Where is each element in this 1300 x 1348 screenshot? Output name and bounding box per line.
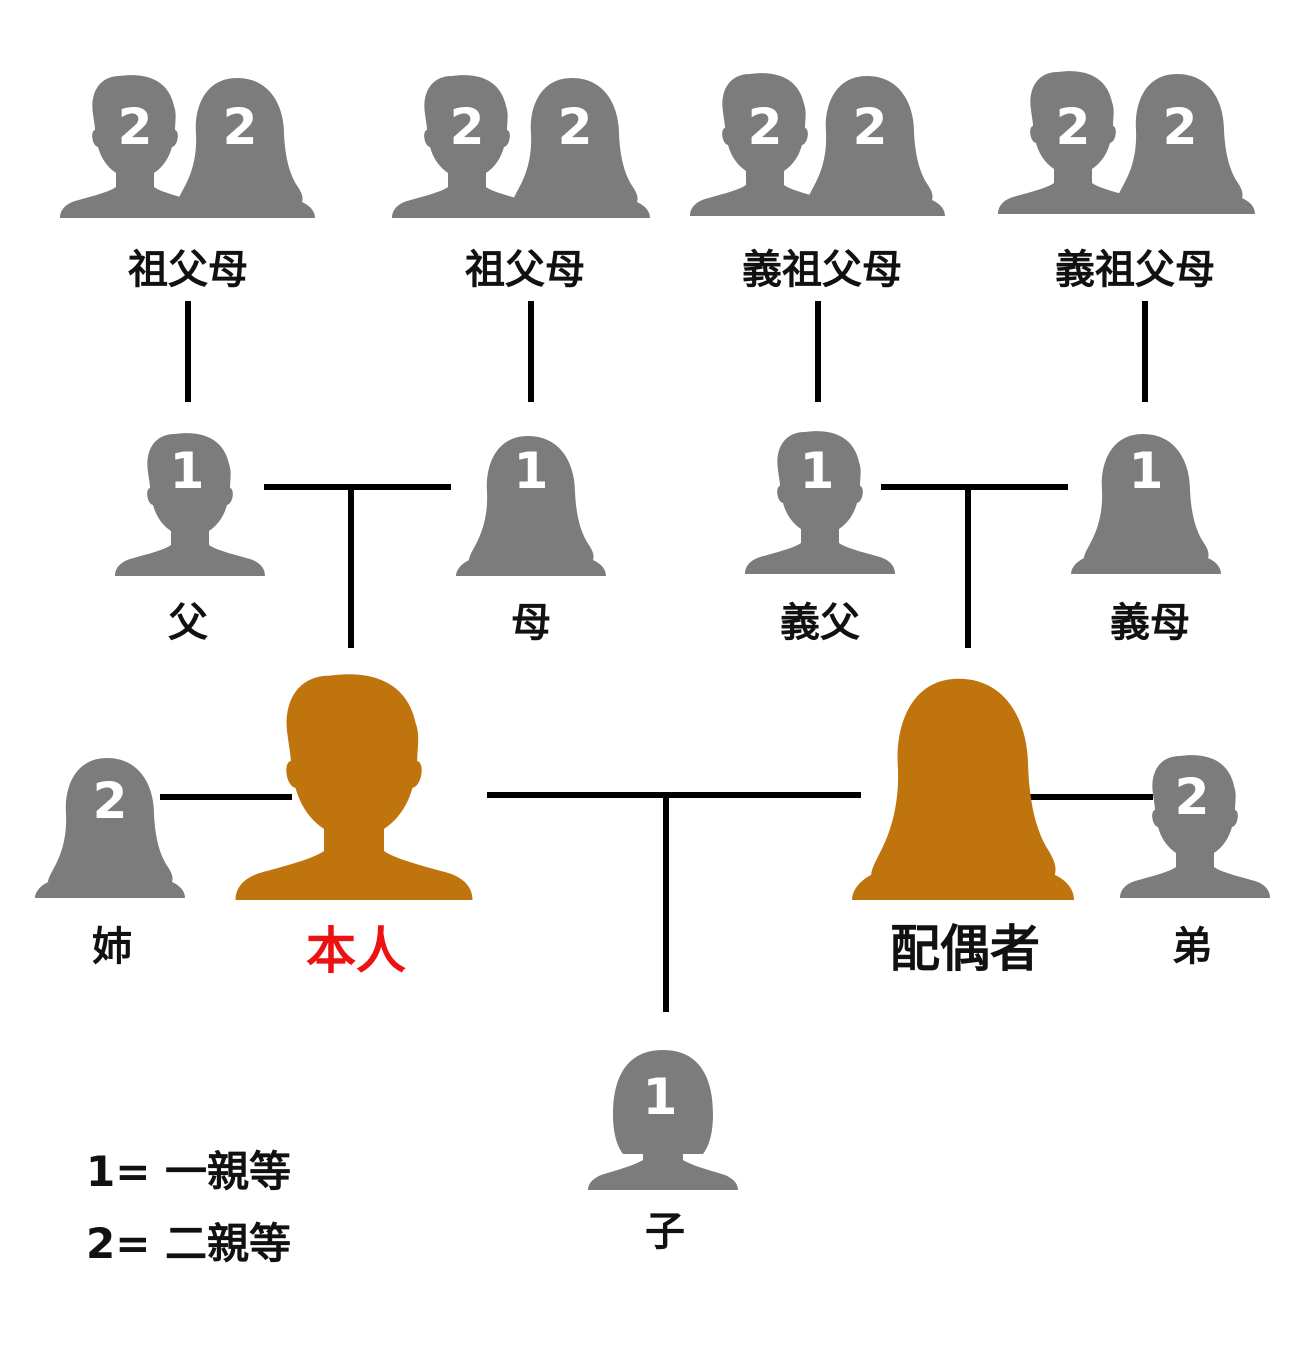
grandparents-label: 祖父母 <box>128 247 248 293</box>
self: 本人 <box>235 674 473 980</box>
grandparents-in-law-group-2: 2 2 義祖父母 <box>998 71 1255 293</box>
child: 1 子 <box>588 1050 738 1255</box>
degree-number: 1 <box>643 1068 678 1126</box>
degree-number: 2 <box>1163 98 1198 156</box>
degree-number: 2 <box>853 98 888 156</box>
degree-number: 1 <box>170 442 205 500</box>
mother-in-law-label: 義母 <box>1110 600 1190 646</box>
father: 1 父 <box>115 433 265 646</box>
legend: 1= 一親等 2= 二親等 <box>86 1147 291 1268</box>
grandparents-in-law-label: 義祖父母 <box>742 247 902 293</box>
older-sister-label: 姉 <box>92 924 132 970</box>
father-in-law-label: 義父 <box>780 600 860 646</box>
father-label: 父 <box>168 600 208 646</box>
grandparents-group-1: 2 2 祖父母 <box>60 75 315 293</box>
degree-number: 1 <box>514 442 549 500</box>
grandparents-in-law-label: 義祖父母 <box>1055 247 1215 293</box>
mother-in-law: 1 義母 <box>1071 434 1221 646</box>
mother-label: 母 <box>511 600 551 646</box>
degree-number: 2 <box>1175 768 1210 826</box>
legend-first-degree: 1= 一親等 <box>86 1147 291 1196</box>
degree-number: 2 <box>558 98 593 156</box>
child-label: 子 <box>645 1209 685 1255</box>
younger-brother: 2 弟 <box>1120 755 1270 970</box>
mother: 1 母 <box>456 436 606 646</box>
spouse: 配偶者 <box>852 678 1074 978</box>
father-in-law: 1 義父 <box>745 431 895 646</box>
legend-second-degree: 2= 二親等 <box>86 1219 291 1268</box>
spouse-silhouette <box>852 678 1074 900</box>
degree-number: 1 <box>800 442 835 500</box>
degree-number: 2 <box>450 98 485 156</box>
older-sister: 2 姉 <box>35 758 185 970</box>
grandparents-group-2: 2 2 祖父母 <box>392 75 650 293</box>
younger-brother-label: 弟 <box>1172 924 1212 970</box>
grandparents-label: 祖父母 <box>465 247 585 293</box>
spouse-label: 配偶者 <box>890 920 1040 978</box>
degree-number: 1 <box>1129 442 1164 500</box>
degree-number: 2 <box>748 98 783 156</box>
degree-number: 2 <box>118 98 153 156</box>
degree-number: 2 <box>1056 98 1091 156</box>
connector-lines <box>160 301 1153 1012</box>
degree-number: 2 <box>93 772 128 830</box>
grandparents-in-law-group-1: 2 2 義祖父母 <box>690 73 945 293</box>
self-label: 本人 <box>306 922 406 980</box>
self-silhouette <box>235 674 473 900</box>
degree-number: 2 <box>223 98 258 156</box>
